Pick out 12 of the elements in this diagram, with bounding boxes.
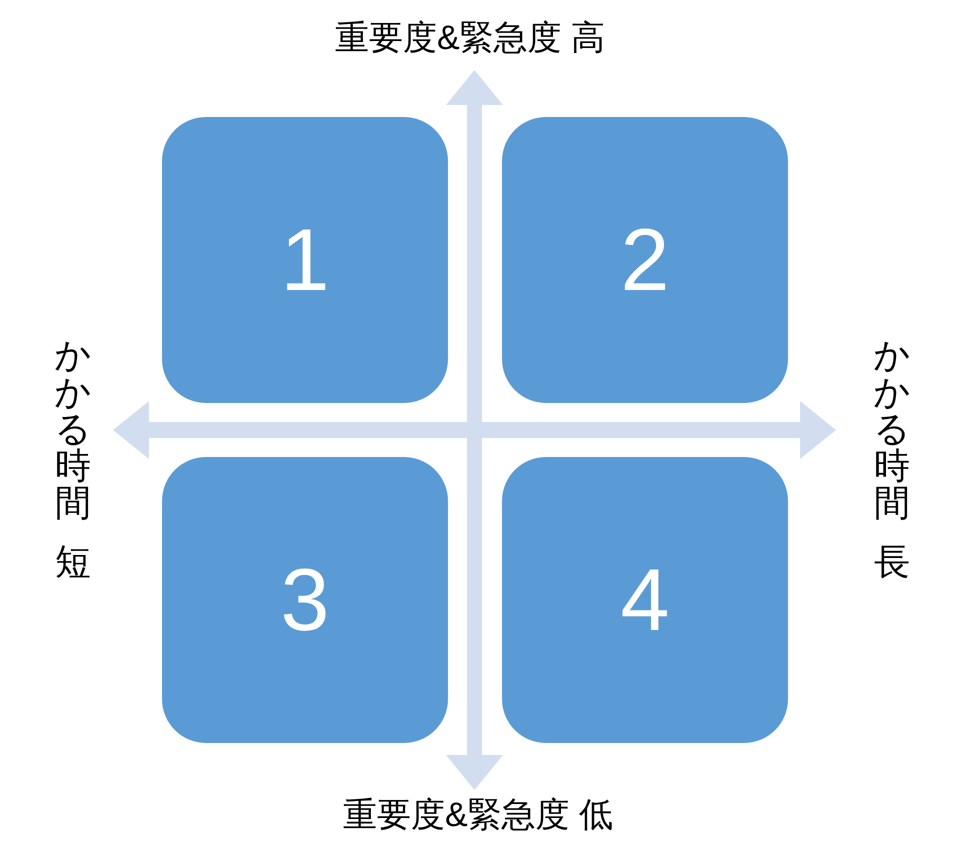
quadrant-box — [502, 457, 788, 743]
quadrant-box — [502, 117, 788, 403]
quadrant-box — [162, 117, 448, 403]
quadrant-number: 2 — [620, 216, 670, 304]
quadrant-number: 4 — [620, 556, 670, 644]
quadrant-number: 1 — [280, 216, 330, 304]
quadrant-box — [162, 457, 448, 743]
axis-label: かかる時間短 — [54, 336, 92, 580]
axis-label: 重要度&緊急度 低 — [343, 798, 614, 832]
quadrant-number: 3 — [280, 556, 330, 644]
axis-label: 重要度&緊急度 高 — [335, 21, 606, 55]
axis-label: かかる時間長 — [874, 336, 910, 580]
